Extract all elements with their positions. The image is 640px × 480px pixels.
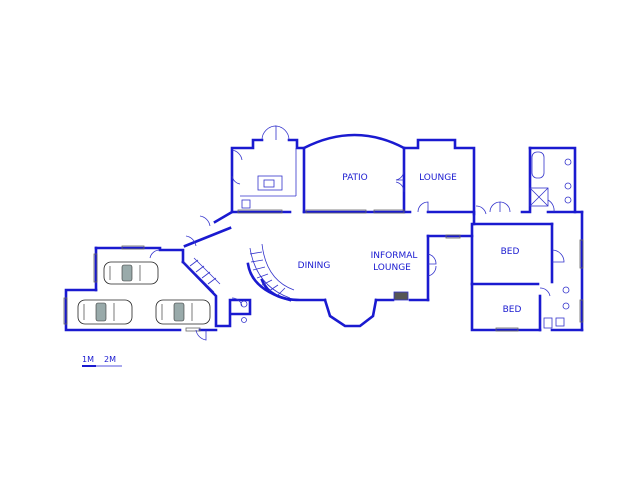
car-3 (155, 299, 211, 325)
room-label-bed-2: BED (503, 305, 522, 315)
scale-label-2m: 2M (104, 355, 116, 364)
car-2 (77, 299, 133, 325)
room-label-informal-lounge-line1: INFORMAL (371, 251, 418, 261)
garage-cars (77, 261, 211, 325)
walls (64, 133, 584, 332)
doors (149, 125, 565, 341)
staircase (183, 243, 295, 299)
scale-bar: 1M 2M (82, 355, 122, 367)
car-1 (103, 261, 159, 285)
room-label-patio: PATIO (342, 173, 368, 183)
window-strips (63, 209, 584, 332)
room-label-dining: DINING (298, 261, 331, 271)
scale-label-1m: 1M (82, 355, 94, 364)
room-labels: PATIO LOUNGE DINING INFORMAL LOUNGE BED … (298, 173, 522, 315)
room-label-informal-lounge-line2: LOUNGE (373, 263, 411, 273)
room-label-bed-1: BED (501, 247, 520, 257)
room-label-lounge: LOUNGE (419, 173, 457, 183)
fixtures (240, 148, 572, 329)
